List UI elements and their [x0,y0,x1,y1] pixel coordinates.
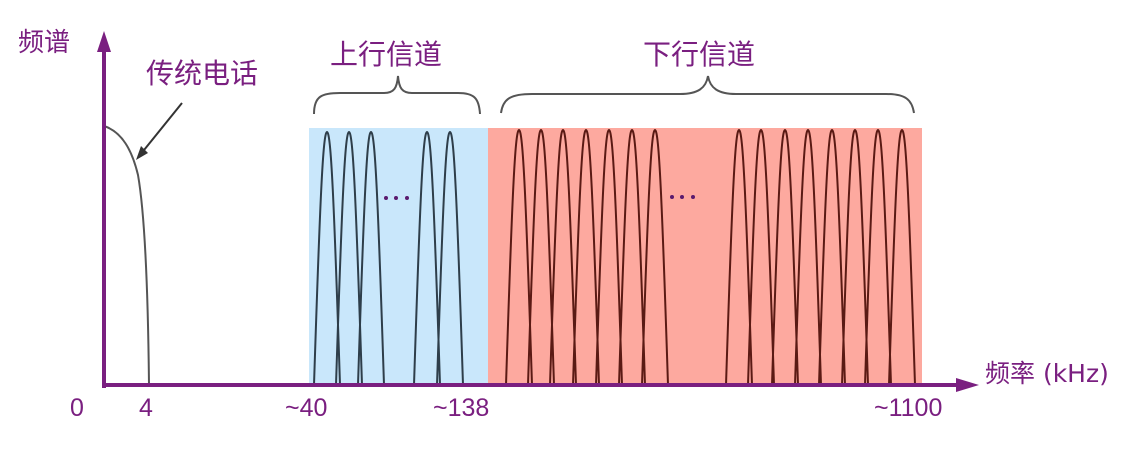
tick-4: 4 [139,394,153,422]
y-axis-label: 频谱 [18,28,71,58]
x-axis-label: 频率 (kHz) [985,359,1109,388]
upstream-ellipsis-icon [384,196,409,200]
telephone-label: 传统电话 [146,57,259,90]
upstream-brace [313,75,481,115]
tick-138: ~138 [433,394,490,422]
telephone-pointer-arrow [136,102,183,160]
telephone-spectrum-curve [103,125,150,386]
x-axis-arrow-icon [956,378,979,392]
tick-1100: ~1100 [874,394,943,422]
x-axis [102,378,979,392]
y-axis [97,31,111,388]
tick-40: ~40 [285,394,328,422]
upstream-subchannels [313,130,464,386]
downstream-brace [500,75,915,114]
tick-0: 0 [70,394,84,422]
upstream-channel-label: 上行信道 [330,38,443,71]
downstream-subchannels [505,128,916,386]
downstream-ellipsis-icon [670,195,695,199]
downstream-channel-label: 下行信道 [643,38,756,71]
y-axis-arrow-icon [97,31,111,52]
